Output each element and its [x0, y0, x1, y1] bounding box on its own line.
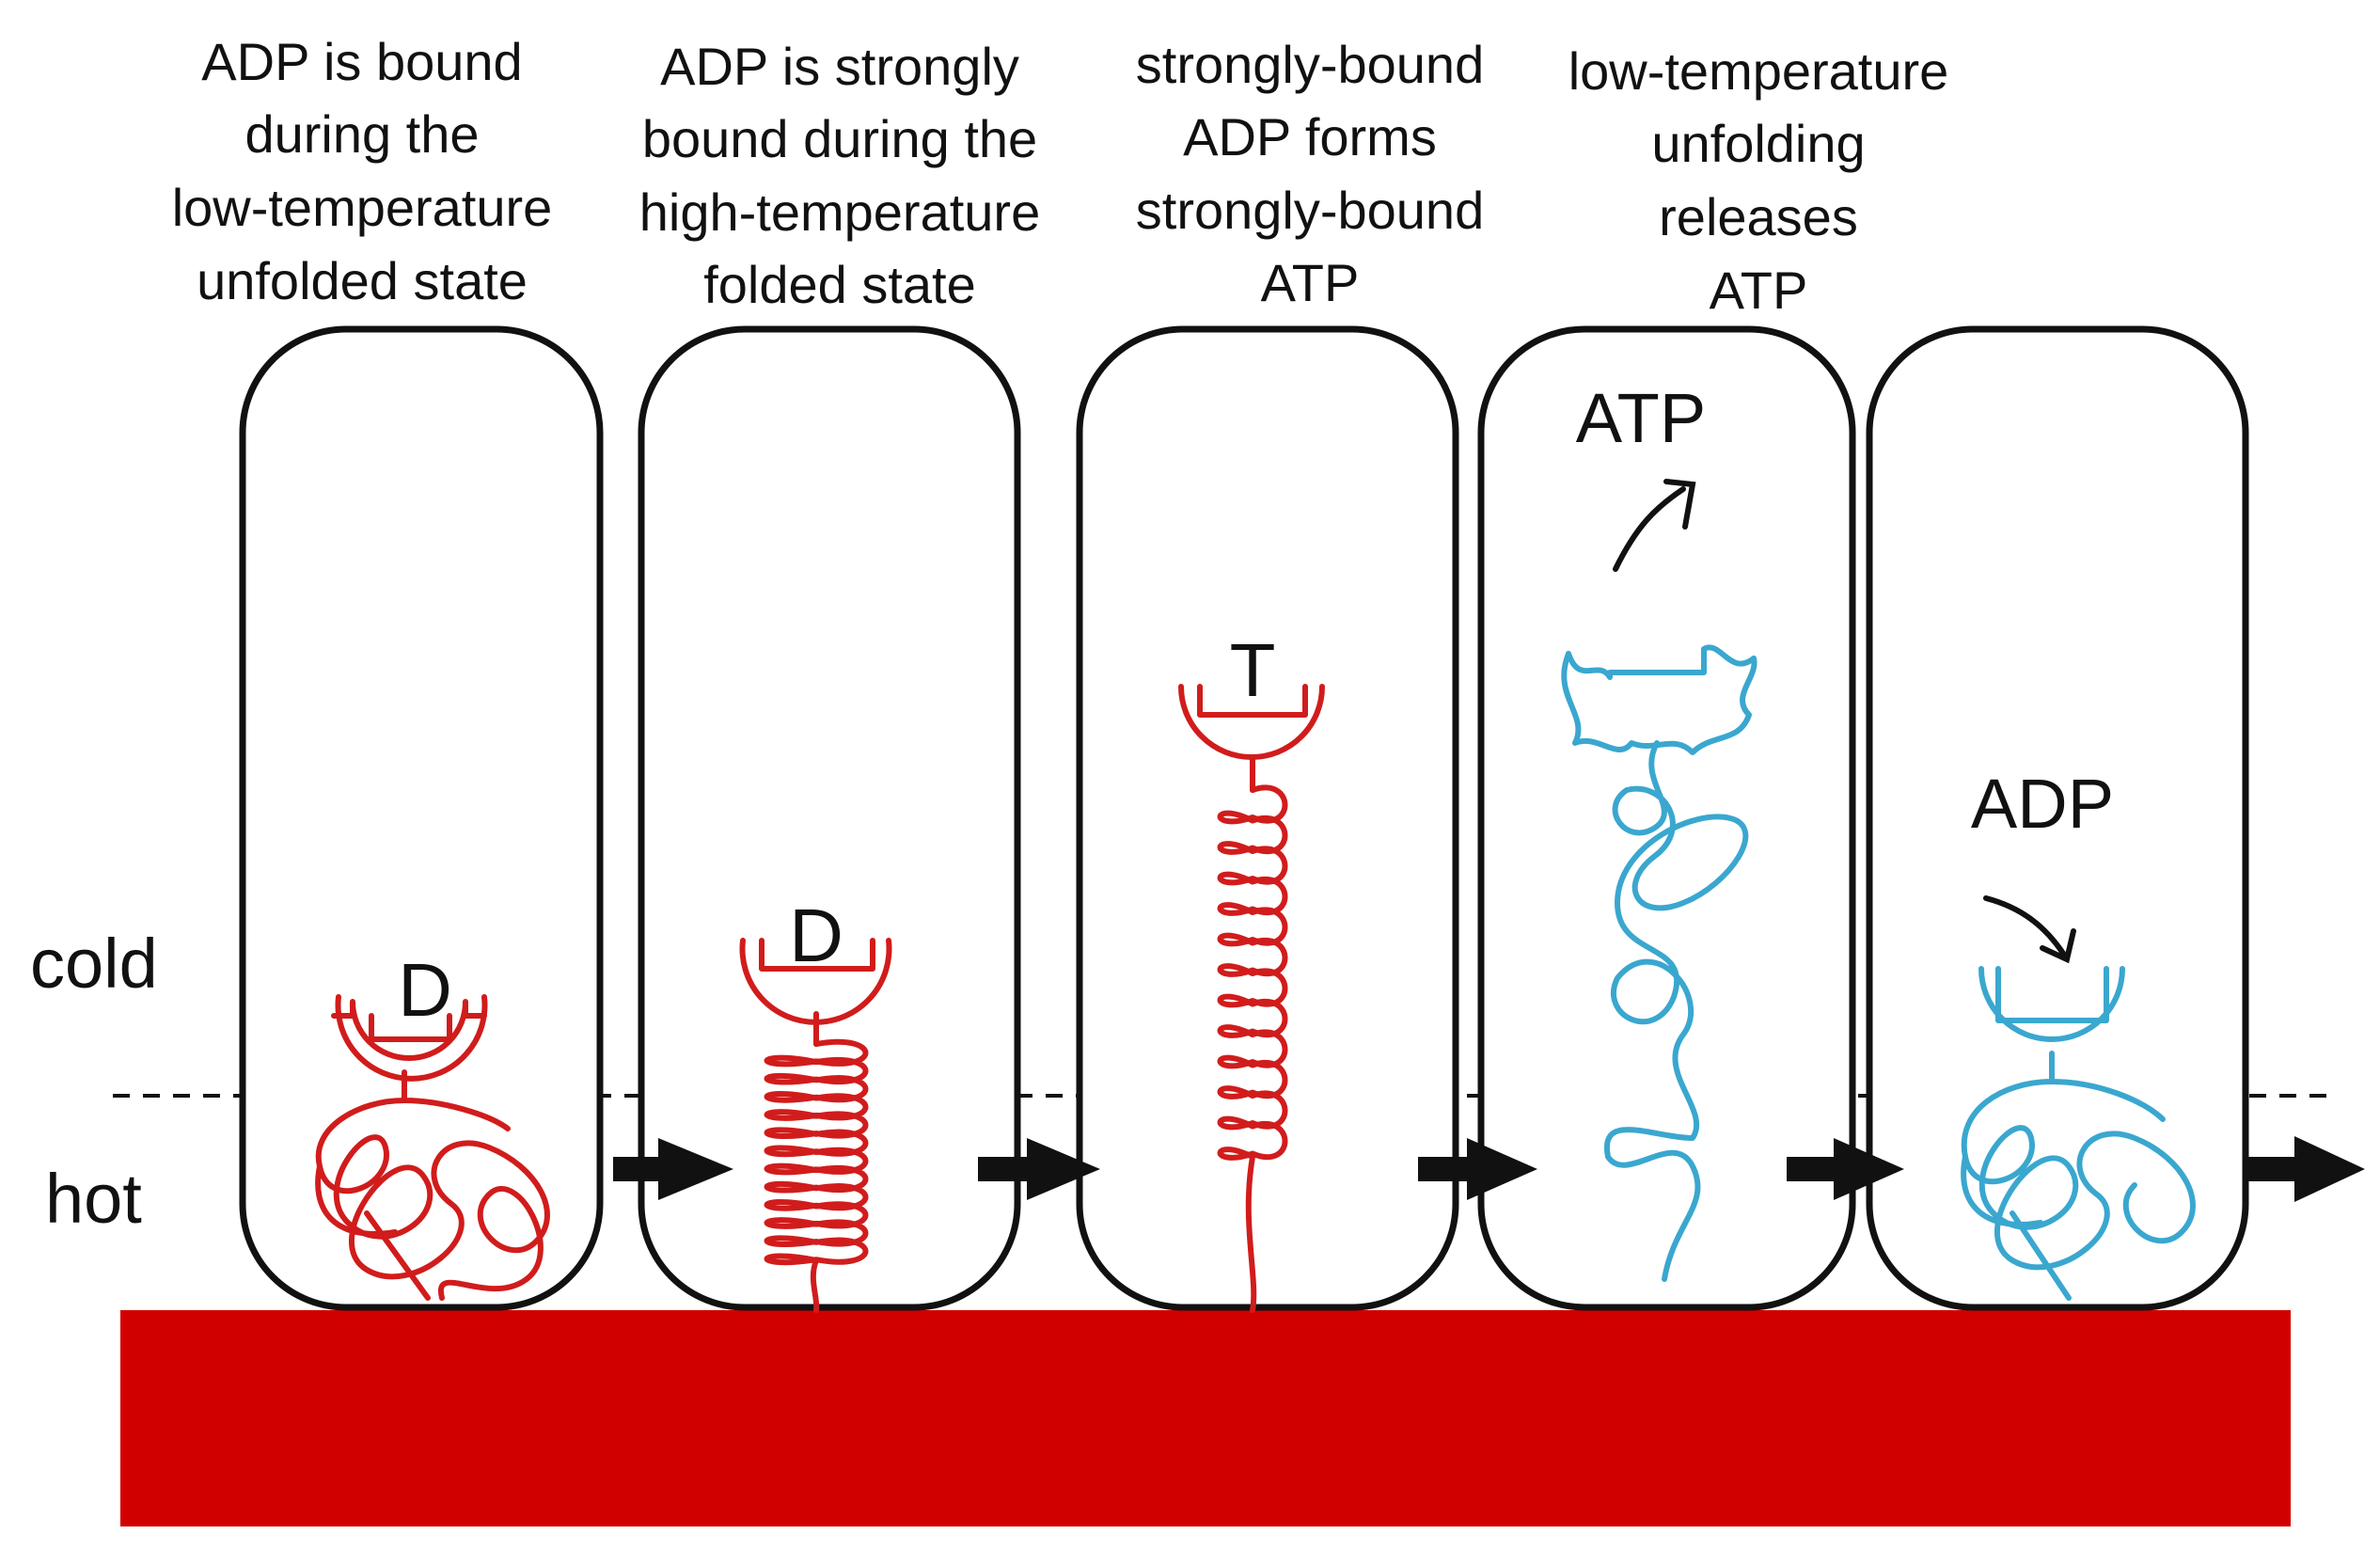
caption-2-line-1: ADP is strongly	[660, 37, 1019, 96]
caption-3-line-3: strongly-bound	[1136, 181, 1484, 240]
caption-2-line-2: bound during the	[642, 109, 1037, 168]
cell-2	[638, 325, 1021, 1311]
released-atp-label: ATP	[1576, 379, 1706, 457]
caption-4: low-temperature unfolding releases ATP	[1568, 41, 1949, 320]
caption-1: ADP is bound during the low-temperature …	[172, 32, 553, 310]
cell-5	[1866, 325, 2249, 1311]
cell-2-protein: D	[739, 894, 892, 1313]
cell-1-bound-label: D	[398, 948, 452, 1032]
cold-zone-label: cold	[30, 925, 158, 1003]
cell-1-protein: D	[315, 948, 550, 1301]
caption-4-line-1: low-temperature	[1568, 41, 1949, 101]
cell-4-protein: ATP	[1561, 379, 1757, 1282]
caption-1-line-3: low-temperature	[172, 178, 553, 237]
caption-4-line-2: unfolding	[1651, 114, 1865, 173]
caption-3-line-4: ATP	[1261, 253, 1360, 312]
caption-3: strongly-bound ADP forms strongly-bound …	[1136, 35, 1484, 312]
caption-4-line-4: ATP	[1710, 261, 1808, 320]
arrow-2	[978, 1138, 1100, 1200]
arrow-1	[613, 1138, 733, 1200]
caption-2: ADP is strongly bound during the high-te…	[639, 37, 1040, 314]
arrow-3	[1418, 1138, 1537, 1200]
cell-3-protein: T	[1178, 628, 1325, 1313]
caption-2-line-3: high-temperature	[639, 182, 1040, 242]
cell-3-bound-label: T	[1230, 628, 1276, 712]
caption-1-line-4: unfolded state	[197, 251, 528, 310]
caption-4-line-3: releases	[1659, 187, 1858, 246]
cell-2-bound-label: D	[789, 894, 843, 977]
cell-5-protein: ADP	[1961, 765, 2196, 1301]
arrow-4	[1787, 1138, 1904, 1200]
heat-source-slab	[120, 1310, 2291, 1526]
caption-3-line-1: strongly-bound	[1136, 35, 1484, 94]
arrow-5	[2243, 1136, 2365, 1202]
caption-2-line-4: folded state	[703, 255, 976, 314]
caption-1-line-1: ADP is bound	[201, 32, 522, 91]
incoming-adp-label: ADP	[1971, 765, 2114, 843]
cell-4	[1477, 325, 1856, 1311]
cell-1	[239, 325, 604, 1311]
caption-3-line-2: ADP forms	[1183, 107, 1437, 166]
hot-zone-label: hot	[45, 1160, 142, 1238]
caption-1-line-2: during the	[244, 104, 479, 164]
